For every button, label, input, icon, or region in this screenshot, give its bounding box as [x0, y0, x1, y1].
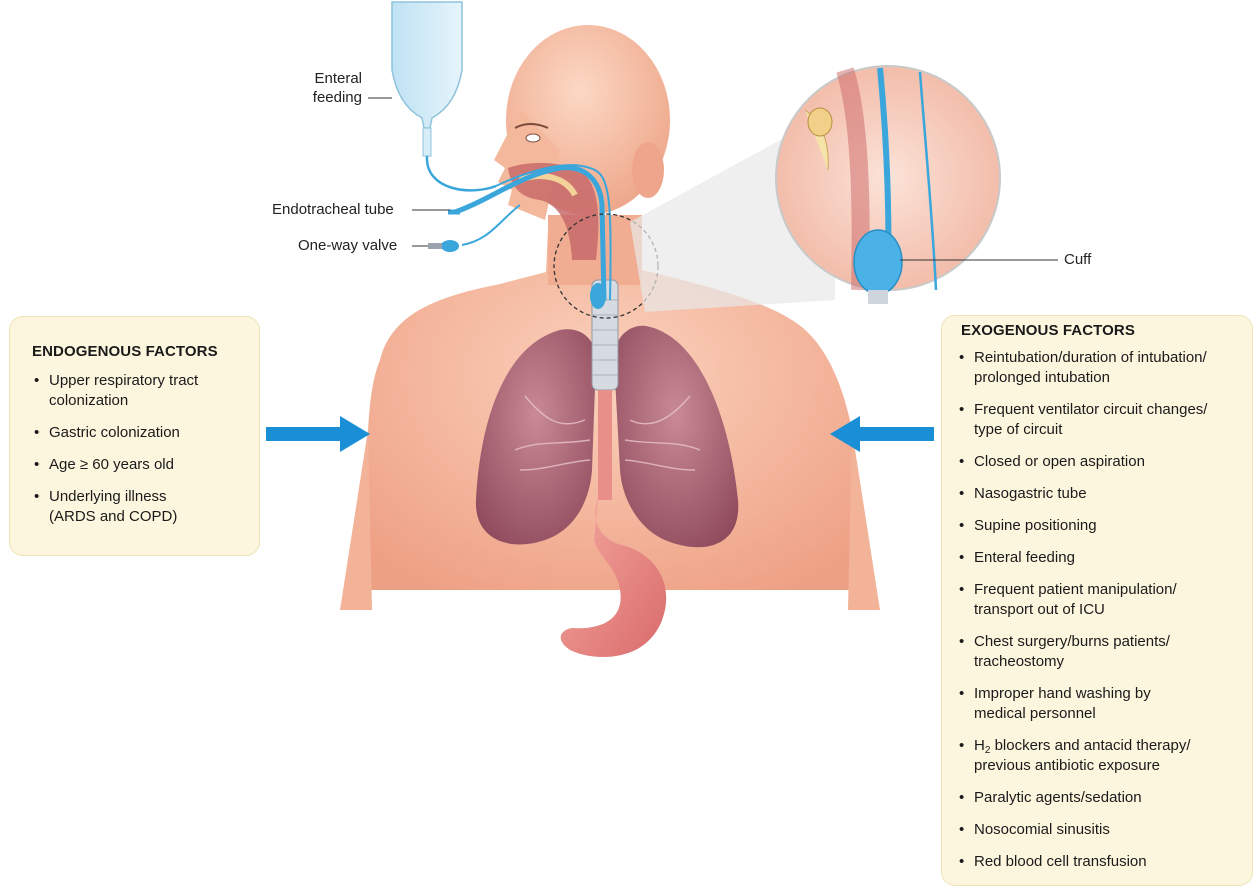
factor-text: blockers and antacid therapy/: [990, 737, 1190, 754]
factor-item: Red blood cell transfusion: [957, 852, 1252, 872]
factor-item: Underlying illness(ARDS and COPD): [32, 487, 259, 527]
factor-item: Closed or open aspiration: [957, 452, 1252, 472]
factor-item: Nasogastric tube: [957, 484, 1252, 504]
factor-text: Chest surgery/burns patients/: [974, 632, 1252, 652]
factor-text: Red blood cell transfusion: [974, 852, 1252, 872]
factor-text: Nasogastric tube: [974, 484, 1252, 504]
cuff-label: Cuff: [1064, 251, 1091, 269]
factor-item: Reintubation/duration of intubation/prol…: [957, 348, 1252, 388]
endogenous-factors-box: ENDOGENOUS FACTORS Upper respiratory tra…: [9, 316, 260, 556]
factor-text: Reintubation/duration of intubation/: [974, 348, 1252, 368]
factor-text: prolonged intubation: [974, 368, 1252, 388]
factor-text: type of circuit: [974, 420, 1252, 440]
factor-item: Supine positioning: [957, 516, 1252, 536]
one-way-valve-label: One-way valve: [298, 237, 397, 255]
factor-text: Underlying illness: [49, 487, 259, 507]
factor-item: Nosocomial sinusitis: [957, 820, 1252, 840]
feeding-bag: [392, 2, 496, 190]
exogenous-factors-box: EXOGENOUS FACTORS Reintubation/duration …: [941, 315, 1253, 886]
factor-text: Age ≥ 60 years old: [49, 455, 259, 475]
enteral-feeding-label: Enteral feeding: [305, 69, 362, 107]
endogenous-arrow: [266, 416, 370, 452]
factor-text: Frequent ventilator circuit changes/: [974, 400, 1252, 420]
factor-text: Closed or open aspiration: [974, 452, 1252, 472]
factor-text: colonization: [49, 391, 259, 411]
exogenous-list: Reintubation/duration of intubation/prol…: [957, 348, 1252, 872]
factor-text: Paralytic agents/sedation: [974, 788, 1252, 808]
factor-item: Chest surgery/burns patients/tracheostom…: [957, 632, 1252, 672]
factor-text: H: [974, 737, 985, 754]
factor-text: (ARDS and COPD): [49, 507, 259, 527]
factor-item: Frequent patient manipulation/transport …: [957, 580, 1252, 620]
factor-item: Paralytic agents/sedation: [957, 788, 1252, 808]
endogenous-list: Upper respiratory tractcolonizationGastr…: [32, 371, 259, 527]
factor-text: medical personnel: [974, 704, 1252, 724]
factor-text: transport out of ICU: [974, 600, 1252, 620]
exogenous-title: EXOGENOUS FACTORS: [961, 322, 1252, 339]
factor-text: tracheostomy: [974, 652, 1252, 672]
endogenous-title: ENDOGENOUS FACTORS: [32, 343, 259, 360]
factor-text: Frequent patient manipulation/: [974, 580, 1252, 600]
factor-item: Frequent ventilator circuit changes/type…: [957, 400, 1252, 440]
factor-text: Upper respiratory tract: [49, 371, 259, 391]
factor-text: previous antibiotic exposure: [974, 756, 1252, 776]
enteral-label-line-2: feeding: [305, 88, 362, 107]
factor-text: Improper hand washing by: [974, 684, 1252, 704]
factor-item: H2 blockers and antacid therapy/previous…: [957, 736, 1252, 776]
factor-text: Enteral feeding: [974, 548, 1252, 568]
factor-item: Age ≥ 60 years old: [32, 455, 259, 475]
factor-text: Nosocomial sinusitis: [974, 820, 1252, 840]
factor-text: Gastric colonization: [49, 423, 259, 443]
factor-text: Supine positioning: [974, 516, 1252, 536]
endotracheal-tube-label: Endotracheal tube: [272, 201, 394, 219]
enteral-label-line-1: Enteral: [305, 69, 362, 88]
factor-item: Enteral feeding: [957, 548, 1252, 568]
factor-item: Gastric colonization: [32, 423, 259, 443]
